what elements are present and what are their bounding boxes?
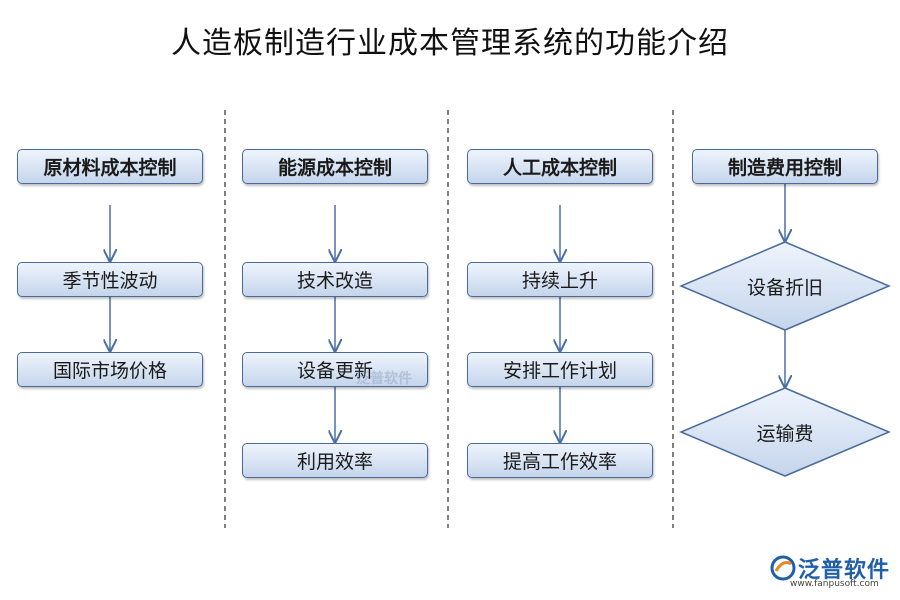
logo-url: www.fanpusoft.com <box>790 579 879 589</box>
process-step: 提高工作效率 <box>467 443 653 478</box>
process-step: 技术改造 <box>242 262 428 297</box>
logo-icon <box>770 555 796 581</box>
diamond-label: 设备折旧 <box>746 276 823 299</box>
column-header: 能源成本控制 <box>242 149 428 184</box>
column-header: 制造费用控制 <box>692 149 878 184</box>
brand-logo: 泛普软件 <box>770 552 890 584</box>
watermark: 泛普软件 <box>356 371 412 387</box>
process-step: 国际市场价格 <box>17 352 203 387</box>
logo-text: 泛普软件 <box>798 558 891 583</box>
decision-diamond <box>679 241 891 331</box>
column-header: 人工成本控制 <box>467 149 653 184</box>
process-step: 持续上升 <box>467 262 653 297</box>
page-title: 人造板制造行业成本管理系统的功能介绍 <box>171 26 729 61</box>
process-step: 季节性波动 <box>17 262 203 297</box>
diamond-label: 运输费 <box>756 422 814 445</box>
decision-diamond <box>679 387 891 477</box>
process-step: 设备更新 <box>242 352 428 387</box>
process-step: 安排工作计划 <box>467 352 653 387</box>
process-step: 利用效率 <box>242 443 428 478</box>
column-header: 原材料成本控制 <box>17 149 203 184</box>
